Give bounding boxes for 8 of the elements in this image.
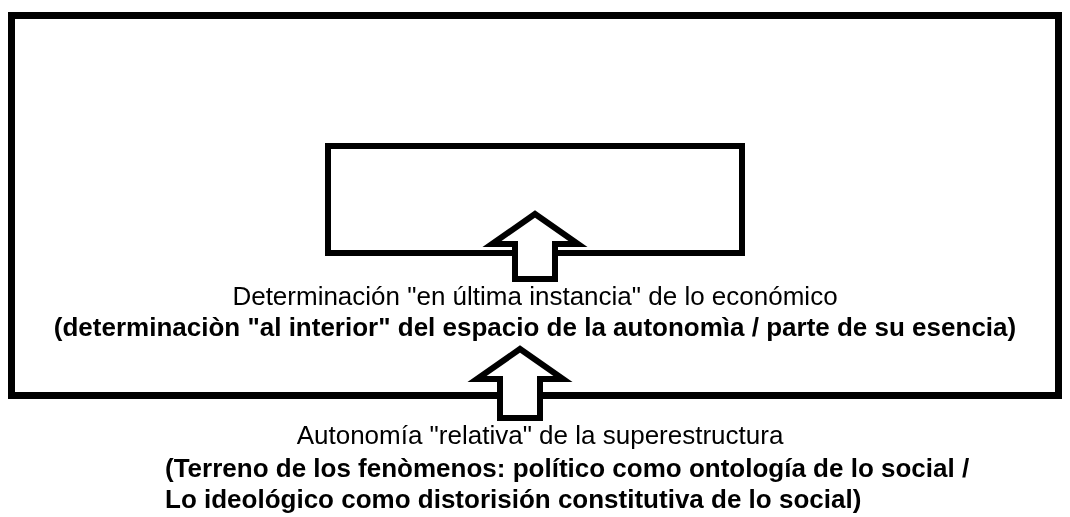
explanation-text: (Terreno de los fenòmenos: político como ontología de lo social / Lo ideológico como distorisión constitutiva de lo social) xyxy=(165,453,971,515)
block-arrow xyxy=(467,345,573,421)
heading-text: Determinación "en última instancia" de lo económico xyxy=(231,281,839,312)
rectangle-frame xyxy=(8,12,1062,399)
block-arrow xyxy=(482,210,588,282)
rectangle-frame xyxy=(325,143,745,256)
heading-text: Autonomía "relativa" de la superestructura xyxy=(295,420,785,451)
explanation-text: (determinaciòn "al interior" del espacio de la autonomìa / parte de su esencia) xyxy=(52,312,1018,343)
